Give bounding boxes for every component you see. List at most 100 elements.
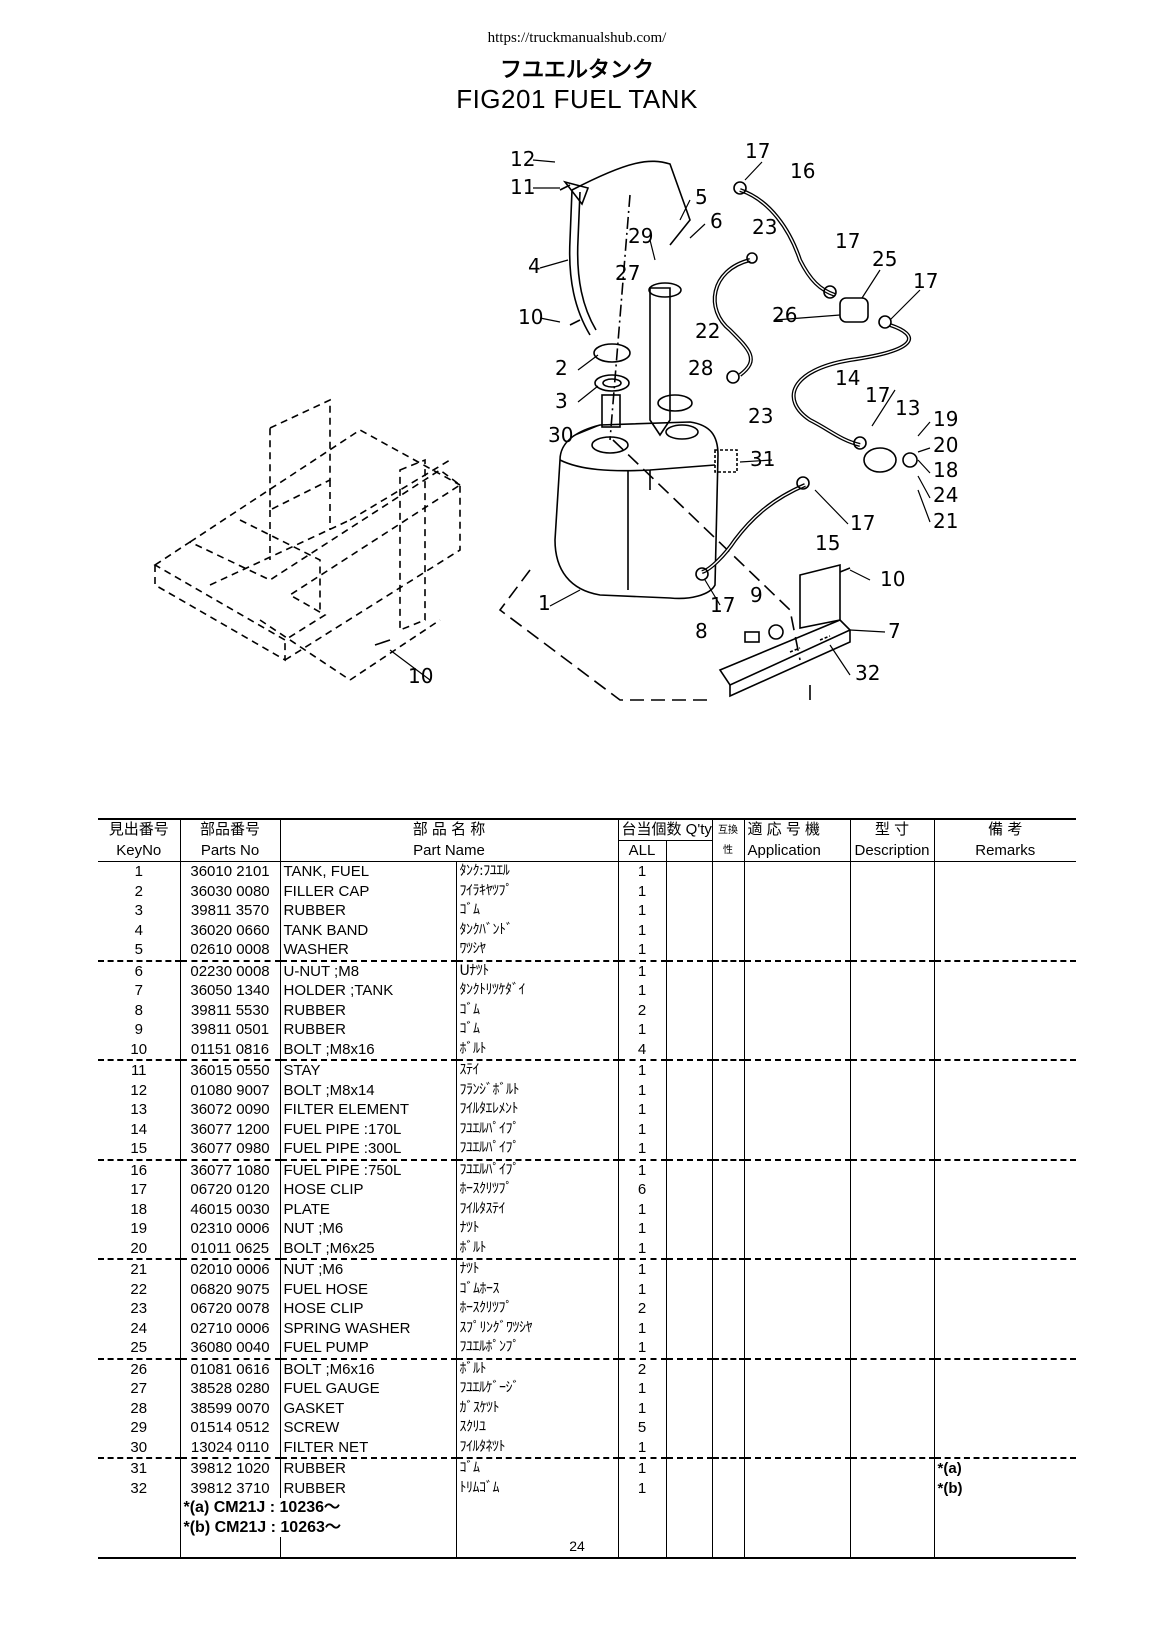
row-qty: 1 xyxy=(617,1279,667,1299)
row-application xyxy=(743,960,851,981)
row-partname-jp: ﾌﾗﾝｼﾞﾎﾞﾙﾄ xyxy=(455,1080,619,1100)
row-description xyxy=(849,1259,935,1280)
row-application xyxy=(743,1238,851,1260)
row-partname: FILTER NET xyxy=(279,1437,456,1459)
row-partname-jp: ｺﾞﾑ xyxy=(455,901,619,921)
row-remarks xyxy=(933,920,1077,940)
table-header-en: KeyNo Parts No Part Name ALL Application… xyxy=(98,840,1077,862)
row-keyno: 32 xyxy=(130,1479,148,1497)
row-qty: 1 xyxy=(617,901,667,921)
row-keyno: 9 xyxy=(134,1021,143,1038)
row-qty-2 xyxy=(665,1219,713,1239)
row-partname-jp: ﾌﾕｴﾙｹﾞｰｼﾞ xyxy=(455,1379,619,1399)
header-remarks-jp: 備 考 xyxy=(933,820,1077,841)
row-partname-jp: ﾀﾝｸﾊﾞﾝﾄﾞ xyxy=(455,920,619,940)
row-qty: 1 xyxy=(617,1437,667,1459)
row-remarks xyxy=(933,1238,1077,1260)
row-qty-2 xyxy=(665,1199,713,1219)
row-qty: 2 xyxy=(617,1358,667,1379)
row-partsno: 02230 0008 xyxy=(179,960,280,981)
header-partname-jp: 部 品 名 称 xyxy=(279,820,619,841)
header-qty-blank xyxy=(665,840,713,862)
row-qty-2 xyxy=(665,1259,713,1280)
row-qty-2 xyxy=(665,1418,713,1438)
row-remarks xyxy=(933,1180,1077,1200)
row-interchange xyxy=(711,1238,745,1260)
row-partname-jp: ﾀﾝｸ:ﾌﾕｴﾙ xyxy=(455,861,619,882)
row-partname-jp: ﾎﾞﾙﾄ xyxy=(455,1039,619,1061)
row-application xyxy=(743,881,851,901)
row-interchange xyxy=(711,1000,745,1020)
callout-20: 20 xyxy=(933,433,958,457)
row-remarks xyxy=(933,1139,1077,1161)
row-partname-jp: ﾌｲﾙﾀﾈﾂﾄ xyxy=(455,1437,619,1459)
row-keyno: 17 xyxy=(130,1181,148,1198)
row-qty: 1 xyxy=(617,1318,667,1338)
row-qty-2 xyxy=(665,1238,713,1260)
row-application xyxy=(743,1398,851,1418)
row-application xyxy=(743,1437,851,1459)
row-application xyxy=(743,861,851,882)
row-keyno: 26 xyxy=(130,1360,148,1378)
header-description-jp: 型 寸 xyxy=(849,820,935,841)
row-partsno: 36015 0550 xyxy=(179,1060,280,1081)
row-partname-jp: ｺﾞﾑ xyxy=(455,1000,619,1020)
parts-notes: *(a) CM21J : 10236～ *(b) CM21J : 10263～ xyxy=(98,1498,1077,1557)
callout-11: 11 xyxy=(510,175,535,199)
row-remarks xyxy=(933,1437,1077,1459)
callout-26: 26 xyxy=(772,303,797,327)
row-application xyxy=(743,1180,851,1200)
header-keyno-jp: 見出番号 xyxy=(108,821,169,839)
row-partsno: 39811 3570 xyxy=(179,901,280,921)
callout-14: 14 xyxy=(835,366,860,390)
row-qty-2 xyxy=(665,881,713,901)
row-remarks xyxy=(933,1398,1077,1418)
row-remarks xyxy=(933,1199,1077,1219)
row-keyno: 4 xyxy=(134,921,143,939)
row-keyno: 3 xyxy=(134,902,143,919)
row-description xyxy=(849,1238,935,1260)
row-remarks xyxy=(933,1219,1077,1239)
row-application xyxy=(743,1458,851,1479)
row-interchange xyxy=(711,1100,745,1120)
row-application xyxy=(743,1259,851,1280)
fuel-tank xyxy=(554,421,719,600)
row-description xyxy=(849,1080,935,1100)
row-remarks xyxy=(933,1358,1077,1379)
row-partsno: 13024 0110 xyxy=(179,1437,280,1459)
row-description xyxy=(849,1060,935,1081)
row-qty: 1 xyxy=(617,1238,667,1260)
row-qty: 1 xyxy=(617,1219,667,1239)
row-qty: 1 xyxy=(617,1020,667,1040)
row-description xyxy=(849,1338,935,1360)
tank-holder xyxy=(718,563,852,700)
row-partname: GASKET xyxy=(279,1398,456,1418)
row-partname: BOLT ;M8x16 xyxy=(279,1039,456,1061)
row-interchange xyxy=(711,1358,745,1379)
row-partname: FILTER ELEMENT xyxy=(279,1100,456,1120)
callout-29: 29 xyxy=(628,224,653,248)
row-qty: 1 xyxy=(617,1398,667,1418)
row-qty-2 xyxy=(665,1458,713,1479)
row-partname-jp: ｽﾃｲ xyxy=(455,1060,619,1081)
row-keyno: 15 xyxy=(98,1139,180,1161)
row-application xyxy=(743,1318,851,1338)
row-partsno: 36010 2101 xyxy=(179,861,280,882)
page-number: 24 xyxy=(569,1538,585,1554)
row-application xyxy=(743,1060,851,1081)
parts-table: 見出番号 部品番号 部 品 名 称 台当個数 Q'ty 互換性 適 応 号 機 … xyxy=(98,820,1077,1557)
row-partsno: 36050 1340 xyxy=(179,981,280,1001)
row-keyno: 25 xyxy=(98,1338,180,1360)
row-qty-2 xyxy=(665,1060,713,1081)
